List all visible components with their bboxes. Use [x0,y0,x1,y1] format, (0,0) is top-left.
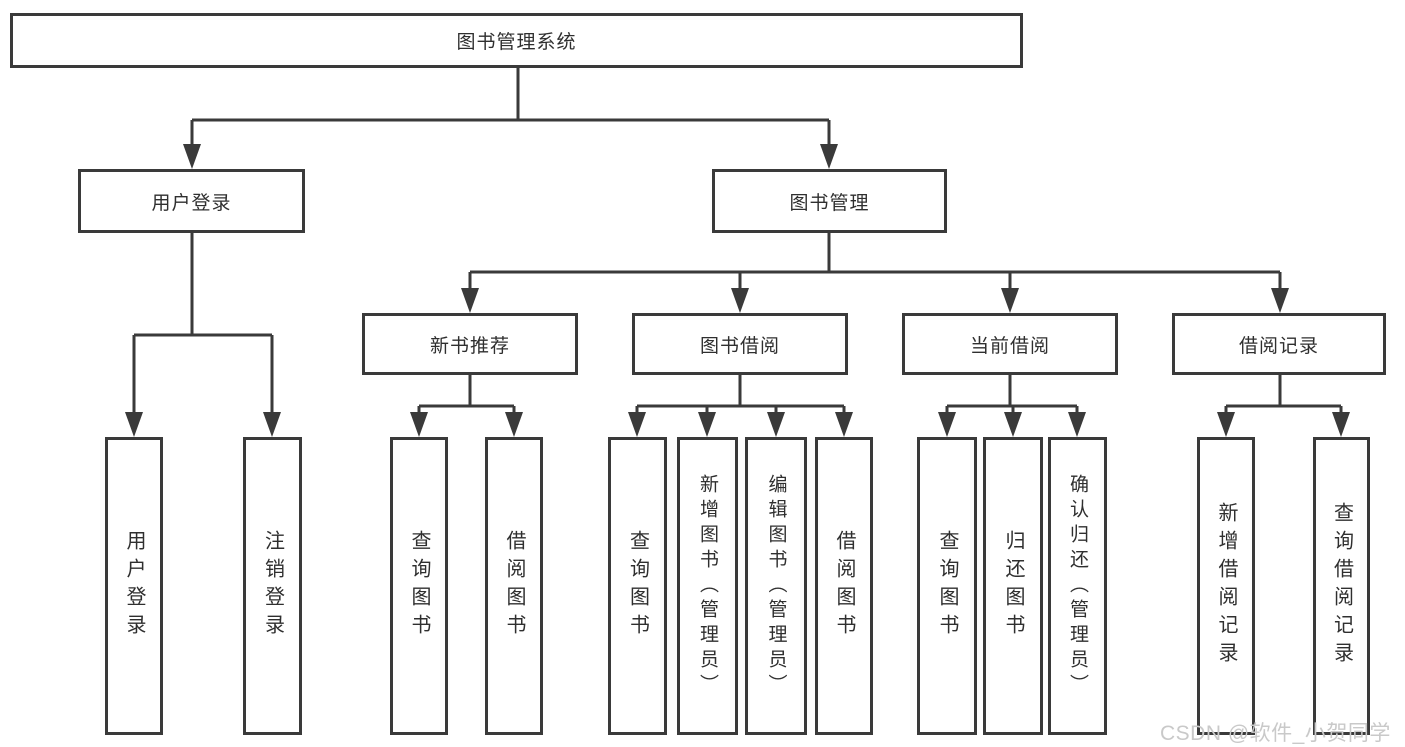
arrowhead [731,288,749,313]
leaf-add-book-admin: 新增图书（管理员） [677,437,738,735]
connector-root [190,68,831,144]
leaf-label: 查询图书 [626,530,649,642]
node-user-login: 用户登录 [78,169,305,233]
arrowhead [1271,288,1289,313]
leaf-label: 确认归还（管理员） [1067,473,1088,699]
leaf-label: 用户登录 [123,530,145,642]
leaf-label: 查询图书 [936,530,958,642]
leaf-label: 编辑图书（管理员） [765,473,787,699]
node-root: 图书管理系统 [10,13,1023,68]
leaf-confirm-return-admin: 确认归还（管理员） [1048,437,1107,735]
arrowhead [767,412,785,437]
arrowhead [628,412,646,437]
leaf-return-books: 归还图书 [983,437,1043,735]
leaf-label: 归还图书 [1002,530,1024,642]
leaf-query-books-current: 查询图书 [917,437,977,735]
connector-book-borrow [635,375,846,412]
leaf-label: 查询借阅记录 [1330,502,1353,670]
node-book-management: 图书管理 [712,169,947,233]
watermark: CSDN @软件_小贺同学 [1160,722,1391,745]
connector-current-borrow [945,375,1079,412]
arrowhead [835,412,853,437]
arrowhead [505,412,523,437]
arrowhead [938,412,956,437]
node-new-book-recommend: 新书推荐 [362,313,578,375]
leaf-label: 新增图书（管理员） [697,473,718,699]
leaf-query-books-borrow: 查询图书 [608,437,667,735]
leaf-label: 查询图书 [408,530,430,642]
arrowhead [263,412,281,437]
arrowhead [820,144,838,169]
leaf-query-borrow-record: 查询借阅记录 [1313,437,1370,735]
arrowhead [1068,412,1086,437]
leaf-user-login: 用户登录 [105,437,163,735]
leaf-label: 注销登录 [261,530,284,642]
arrowhead [1217,412,1235,437]
arrowhead [1004,412,1022,437]
connector-book-management [468,233,1282,288]
leaf-borrow-books-recommend: 借阅图书 [485,437,543,735]
arrowhead [125,412,143,437]
arrowhead [461,288,479,313]
leaf-edit-book-admin: 编辑图书（管理员） [745,437,807,735]
connector-user-login [132,233,274,412]
node-book-borrow: 图书借阅 [632,313,848,375]
arrowhead [1001,288,1019,313]
node-current-borrow: 当前借阅 [902,313,1118,375]
arrowhead [698,412,716,437]
connector-new-book-recommend [417,375,516,412]
arrowhead [1332,412,1350,437]
leaf-label: 借阅图书 [503,530,525,642]
leaf-add-borrow-record: 新增借阅记录 [1197,437,1255,735]
arrowhead [183,144,201,169]
leaf-borrow-books: 借阅图书 [815,437,873,735]
leaf-logout: 注销登录 [243,437,302,735]
leaf-query-books-recommend: 查询图书 [390,437,448,735]
connector-borrow-records [1224,375,1343,412]
arrowhead [410,412,428,437]
leaf-label: 新增借阅记录 [1215,502,1237,670]
node-borrow-records: 借阅记录 [1172,313,1386,375]
leaf-label: 借阅图书 [833,530,855,642]
